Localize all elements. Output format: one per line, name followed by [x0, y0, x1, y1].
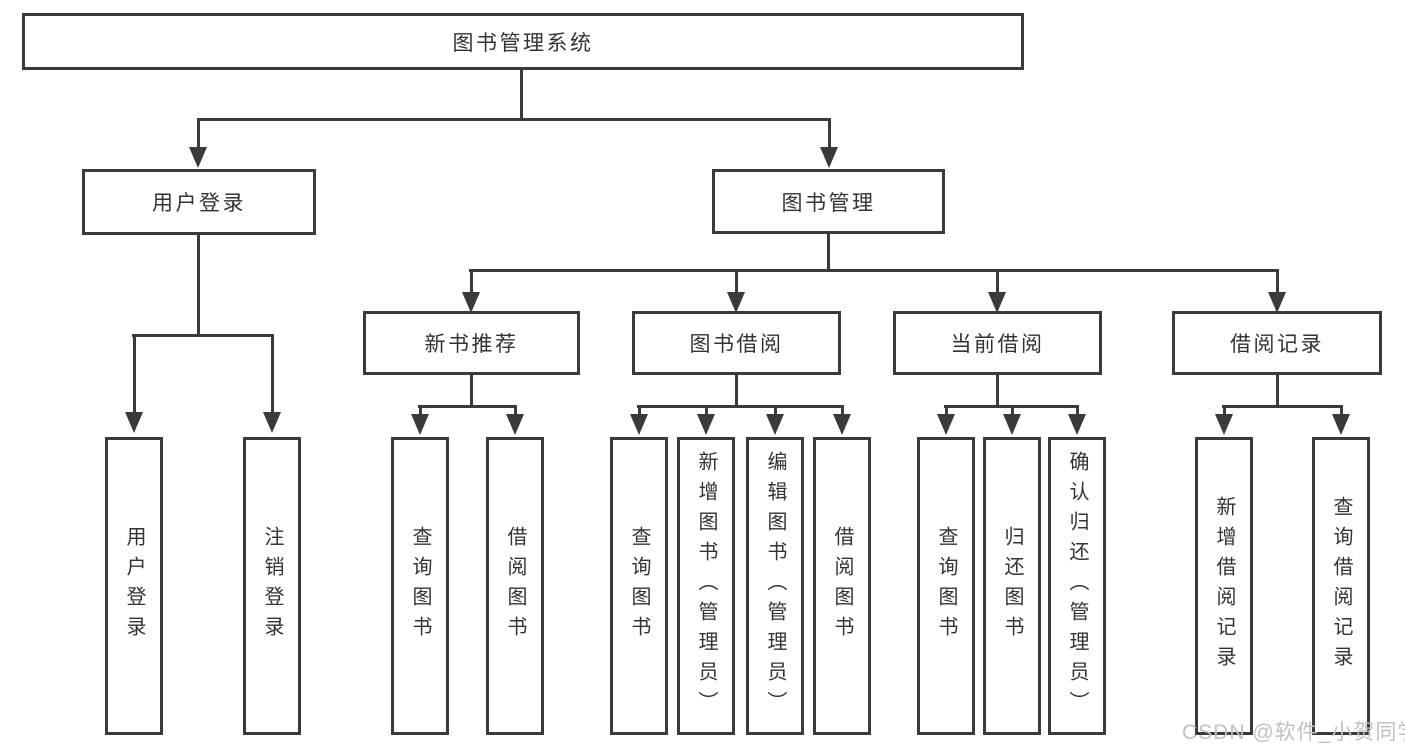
node-user-login: 用户登录 [82, 169, 316, 235]
arrow-down-icon [833, 414, 851, 435]
connector-leaf-drop [774, 405, 777, 416]
arrow-down-icon [988, 292, 1006, 313]
node-borrow-record: 借阅记录 [1172, 311, 1382, 375]
arrow-down-icon [937, 414, 955, 435]
leaf-newbook-query-label: 查询图书 [409, 526, 431, 646]
connector-leaf-drop [841, 405, 844, 416]
arrow-down-icon [1068, 414, 1086, 435]
connector-leaf-drop [419, 405, 422, 416]
arrow-down-icon [506, 414, 524, 435]
connector-user-login-stem [197, 234, 200, 336]
node-book-management-label: 图书管理 [781, 191, 876, 215]
leaf-add-borrow-record-label: 新增借阅记录 [1213, 496, 1235, 676]
leaf-return-book-label: 归还图书 [1001, 526, 1023, 646]
connector-book-borrow-rail [637, 405, 844, 408]
arrow-down-icon [630, 414, 648, 435]
node-book-management: 图书管理 [712, 169, 945, 234]
leaf-user-login: 用户登录 [105, 437, 163, 735]
arrow-down-icon [189, 147, 207, 168]
connector-leaf-drop [1011, 405, 1014, 416]
leaf-borrow-add-book-label: 新增图书（管理员） [695, 451, 717, 721]
node-root-label: 图书管理系统 [452, 31, 594, 55]
arrow-down-icon [820, 147, 838, 168]
node-new-book-recommend: 新书推荐 [363, 311, 580, 375]
csdn-watermark: CSDN @软件_小贺同学 [1182, 721, 1405, 744]
arrow-down-icon [727, 292, 745, 313]
leaf-borrow-add-book: 新增图书（管理员） [677, 437, 735, 735]
leaf-logout: 注销登录 [243, 437, 301, 735]
node-book-borrow-label: 图书借阅 [689, 333, 784, 356]
connector-borrow-record-drop [1276, 269, 1279, 294]
leaf-query-borrow-record: 查询借阅记录 [1312, 437, 1370, 735]
leaf-borrow-edit-book: 编辑图书（管理员） [746, 437, 804, 735]
connector-book-borrow-drop [735, 269, 738, 294]
connector-user-login-rail [132, 334, 274, 337]
connector-current-borrow-stem [996, 374, 999, 407]
arrow-down-icon [1268, 292, 1286, 313]
leaf-borrow-query: 查询图书 [610, 437, 668, 735]
connector-borrow-record-rail [1222, 405, 1343, 408]
node-user-login-label: 用户登录 [152, 192, 246, 215]
arrow-down-icon [462, 292, 480, 313]
connector-leaf-drop [1076, 405, 1079, 416]
connector-book-mgmt-stem [827, 233, 830, 271]
node-book-borrow: 图书借阅 [632, 311, 841, 375]
leaf-current-query-label: 查询图书 [935, 526, 957, 646]
connector-leaf-drop [514, 405, 517, 416]
connector-new-book-rail [418, 405, 517, 408]
connector-leaf-drop [638, 405, 641, 416]
connector-root-stem [520, 69, 523, 120]
connector-leaf-drop [945, 405, 948, 416]
arrow-down-icon [411, 414, 429, 435]
arrow-down-icon [125, 412, 143, 433]
connector-leaf-drop [1340, 405, 1343, 416]
connector-book-mgmt-drop [828, 118, 831, 149]
connector-new-book-drop [470, 269, 473, 294]
arrow-down-icon [1215, 414, 1233, 435]
connector-user-login-drop [197, 118, 200, 149]
leaf-current-query: 查询图书 [917, 437, 975, 735]
node-root: 图书管理系统 [22, 13, 1024, 70]
leaf-newbook-query: 查询图书 [391, 437, 449, 735]
leaf-borrow-book-label: 借阅图书 [831, 526, 853, 646]
connector-new-book-stem [470, 374, 473, 407]
arrow-down-icon [766, 414, 784, 435]
node-borrow-record-label: 借阅记录 [1230, 333, 1324, 356]
arrow-down-icon [1332, 414, 1350, 435]
connector-borrow-record-stem [1276, 374, 1279, 407]
leaf-user-login-label: 用户登录 [123, 526, 145, 646]
arrow-down-icon [697, 414, 715, 435]
leaf-add-borrow-record: 新增借阅记录 [1195, 437, 1253, 735]
connector-leaf-drop [271, 334, 274, 413]
leaf-confirm-return-label: 确认归还（管理员） [1066, 451, 1088, 721]
leaf-logout-label: 注销登录 [261, 526, 283, 646]
connector-leaf-drop [1223, 405, 1226, 416]
connector-book-borrow-stem [735, 374, 738, 407]
arrow-down-icon [1003, 414, 1021, 435]
leaf-query-borrow-record-label: 查询借阅记录 [1330, 496, 1352, 676]
connector-level2-rail [197, 118, 831, 121]
leaf-newbook-borrow: 借阅图书 [486, 437, 544, 735]
leaf-borrow-book: 借阅图书 [813, 437, 871, 735]
connector-level3-rail [469, 269, 1279, 272]
connector-leaf-drop [133, 334, 136, 413]
leaf-borrow-query-label: 查询图书 [628, 526, 650, 646]
node-current-borrow: 当前借阅 [893, 311, 1102, 375]
node-current-borrow-label: 当前借阅 [950, 333, 1045, 356]
node-new-book-recommend-label: 新书推荐 [424, 333, 519, 356]
leaf-newbook-borrow-label: 借阅图书 [504, 526, 526, 646]
connector-current-borrow-drop [996, 269, 999, 294]
leaf-confirm-return: 确认归还（管理员） [1048, 437, 1106, 735]
arrow-down-icon [263, 412, 281, 433]
connector-leaf-drop [705, 405, 708, 416]
leaf-borrow-edit-book-label: 编辑图书（管理员） [764, 451, 786, 721]
leaf-return-book: 归还图书 [983, 437, 1041, 735]
